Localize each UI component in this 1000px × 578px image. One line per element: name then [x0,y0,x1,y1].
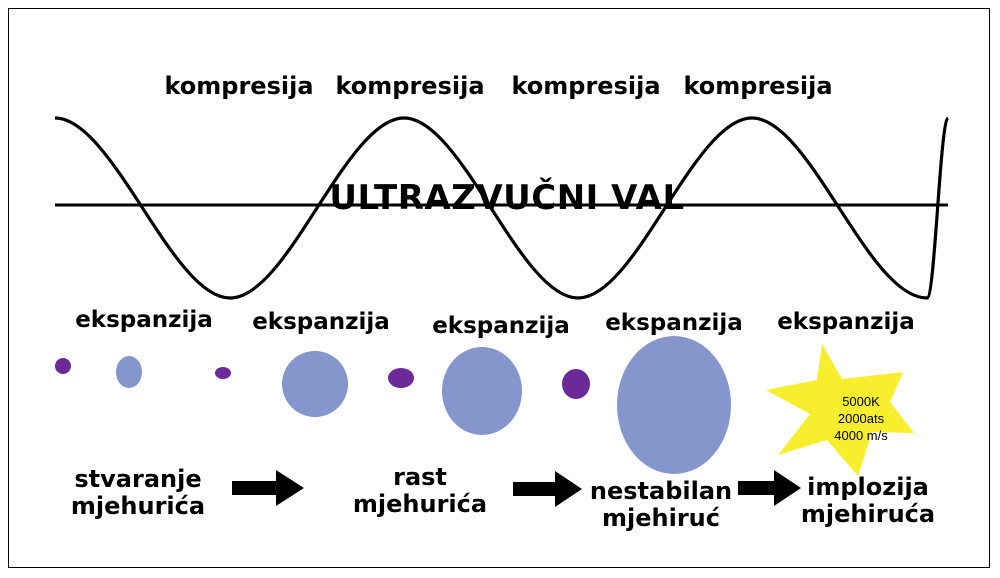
stage-line: mjehurića [352,490,488,518]
stage-line: stvaranje [74,465,202,493]
compression-label: kompresija [683,72,833,100]
stage-bubble-growth: rast mjehurića [353,464,487,518]
arrow-3 [738,470,801,506]
bubble-small-1 [55,358,71,374]
wave-title: ULTRAZVUČNI VAL [329,178,685,218]
expansion-label: ekspanzija [75,307,213,333]
stage-line: nestabilan [589,477,733,505]
implosion-temperature: 5000K [842,394,880,409]
diagram-frame [8,8,990,568]
stage-line: mjehiruća [800,500,936,528]
arrow-1 [232,470,304,506]
bubble-small-2 [215,367,231,379]
bubble-2 [282,351,348,417]
ultrasound-wave [54,116,950,300]
implosion-burst [766,344,914,476]
implosion-values: 5000K 2000ats 4000 m/s [834,393,887,444]
stage-unstable-bubble: nestabilan mjehiruć [590,478,732,532]
bubble-small-4 [562,369,590,399]
stage-line: mjehiruć [602,504,720,532]
arrow-2 [513,471,582,507]
expansion-label: ekspanzija [777,309,915,335]
compression-label: kompresija [335,72,485,100]
stage-line: rast [393,463,447,491]
bubble-4 [617,336,731,474]
stage-bubble-implosion: implozija mjehiruća [801,474,935,528]
compression-label: kompresija [511,72,661,100]
expansion-label: ekspanzija [432,313,570,339]
expansion-label: ekspanzija [252,309,390,335]
implosion-pressure: 2000ats [837,411,885,426]
bubble-1 [116,356,142,388]
bubble-3 [442,347,522,435]
stage-line: mjehurića [70,492,206,520]
compression-label: kompresija [164,72,314,100]
implosion-speed: 4000 m/s [834,428,888,443]
stage-line: implozija [807,473,929,501]
stage-bubble-formation: stvaranje mjehurića [71,466,205,520]
bubble-small-3 [388,368,414,388]
expansion-label: ekspanzija [605,310,743,336]
